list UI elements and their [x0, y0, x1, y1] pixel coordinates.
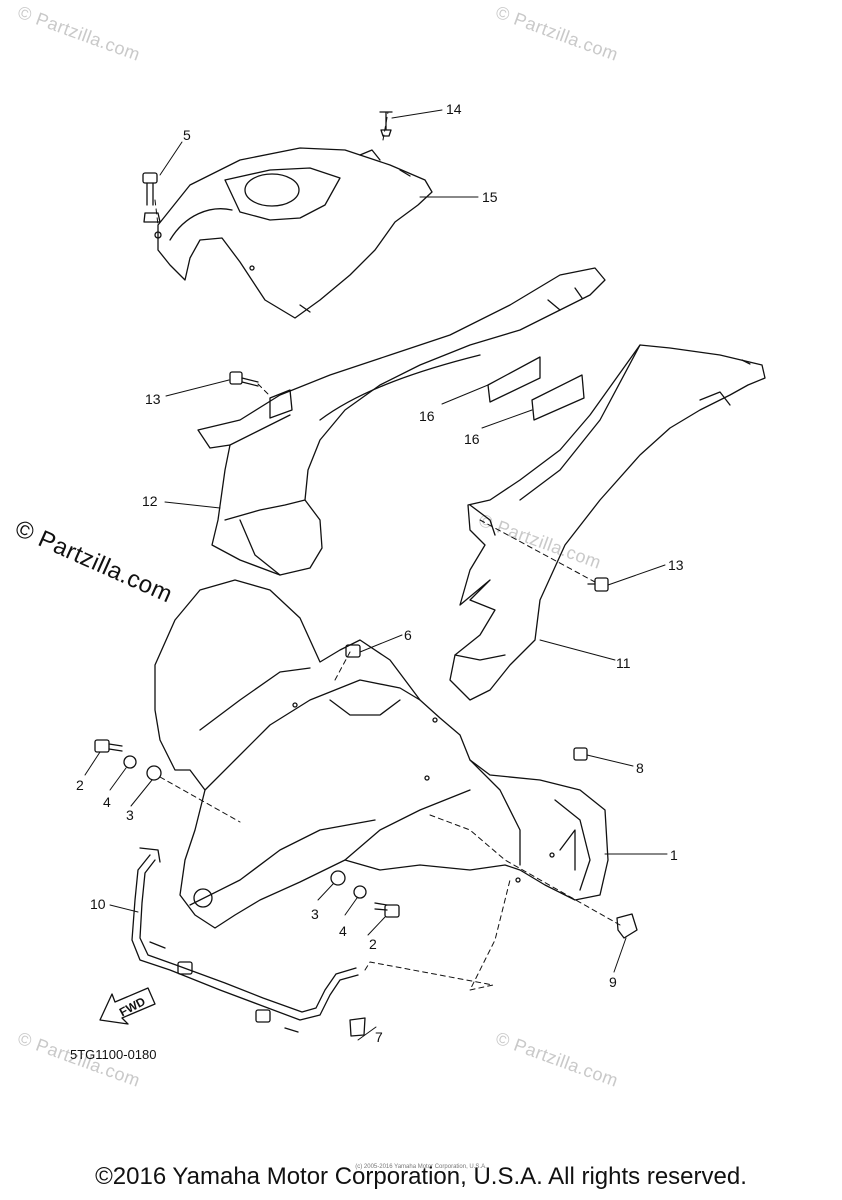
callout-16: 16	[419, 408, 435, 424]
part-code: 5TG1100-0180	[70, 1047, 157, 1062]
callout-3: 3	[311, 906, 319, 922]
pin-fastener	[379, 111, 393, 137]
callout-8: 8	[636, 760, 644, 776]
callout-9: 9	[609, 974, 617, 990]
tiny-copyright-note: (c) 2005-2016 Yamaha Motor Corporation, …	[355, 1164, 487, 1170]
callout-6: 6	[404, 627, 412, 643]
copyright-footer: ©2016 Yamaha Motor Corporation, U.S.A. A…	[95, 1163, 747, 1190]
callout-16: 16	[464, 431, 480, 447]
small-fasteners	[94, 644, 638, 1037]
bolt	[142, 172, 161, 223]
callout-2: 2	[369, 936, 377, 952]
callout-1: 1	[670, 847, 678, 863]
tank-cover-part	[154, 147, 433, 319]
callout-5: 5	[183, 127, 191, 143]
callout-4: 4	[339, 923, 347, 939]
bracket-rod-part	[131, 847, 359, 1033]
callout-3: 3	[126, 807, 134, 823]
callout-4: 4	[103, 794, 111, 810]
callout-13: 13	[145, 391, 161, 407]
callout-14: 14	[446, 101, 462, 117]
assembly-lines	[154, 111, 621, 991]
callout-15: 15	[482, 189, 498, 205]
callout-12: 12	[142, 493, 158, 509]
callout-7: 7	[375, 1029, 383, 1045]
leader-lines	[84, 109, 668, 1041]
callout-10: 10	[90, 896, 106, 912]
front-fender-part	[154, 579, 609, 929]
left-side-cover-part	[197, 267, 606, 576]
decals	[487, 356, 585, 421]
callout-11: 11	[616, 655, 631, 671]
fwd-arrow-icon	[99, 987, 156, 1025]
right-side-cover-part	[449, 344, 766, 701]
callout-2: 2	[76, 777, 84, 793]
callout-13: 13	[668, 557, 684, 573]
